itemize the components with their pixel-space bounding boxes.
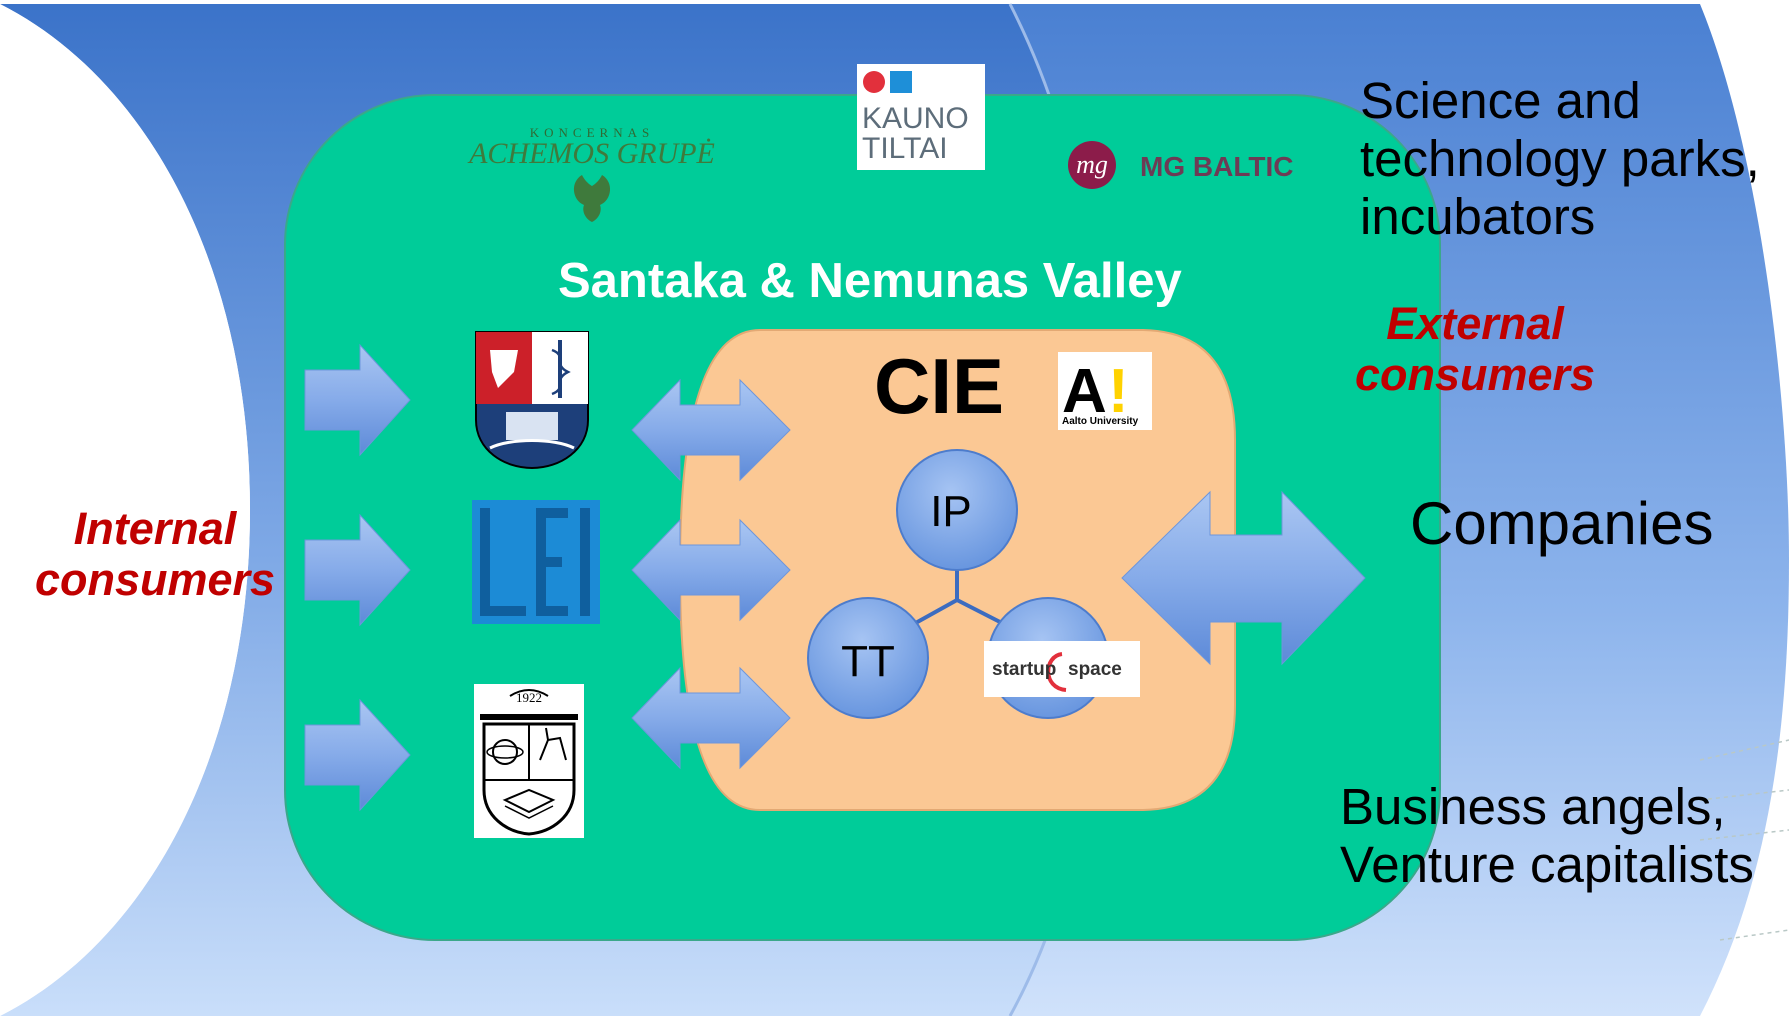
companies-label: Companies [1410, 490, 1714, 557]
kauno-line1: KAUNO [862, 102, 969, 135]
external-consumers-line-2: consumers [1354, 349, 1596, 401]
aalto-logo: A ! Aalto University [1058, 352, 1152, 430]
input-arrow-2 [304, 513, 411, 627]
kauno-red-dot-icon [863, 71, 885, 93]
lei-logo-icon [472, 500, 600, 624]
investors-line-2: Venture capitalists [1340, 836, 1754, 894]
ktu-crest-icon: 1922 [474, 684, 584, 838]
science-parks-line-1: Science and [1360, 72, 1641, 129]
exchange-arrow-1 [631, 378, 791, 482]
kauno-tiltai-logo: KAUNO TILTAI [857, 64, 985, 170]
science-parks-line-2: technology parks, [1360, 130, 1760, 188]
mg-baltic-mark: mg [1076, 150, 1108, 179]
internal-consumers-line-2: consumers [34, 554, 276, 606]
achemos-logo: KONCERNAS ACHEMOS GRUPĖ [467, 125, 715, 222]
tt-node [807, 597, 929, 719]
lsmu-crest-icon [475, 331, 589, 470]
exchange-arrow-2 [631, 518, 791, 622]
science-parks-text: Science and technology parks, incubators [1360, 72, 1760, 246]
external-consumers-label: External consumers [1340, 298, 1610, 401]
aalto-bang: ! [1108, 357, 1129, 426]
ip-node [896, 449, 1018, 571]
tt-node-label: TT [841, 637, 895, 686]
science-parks-line-3: incubators [1360, 188, 1596, 246]
kauno-blue-square-icon [890, 71, 912, 93]
startup-space-swoosh-icon [1046, 652, 1067, 692]
valley-title: Santaka & Nemunas Valley [558, 254, 1182, 308]
aalto-name: Aalto University [1062, 416, 1139, 427]
achemos-main-text: ACHEMOS GRUPĖ [467, 137, 715, 170]
input-arrow-3 [304, 698, 411, 812]
ktu-year: 1922 [516, 690, 542, 705]
input-arrow-1 [304, 343, 411, 457]
mg-baltic-name: MG BALTIC [1140, 151, 1293, 182]
startup-space-right: space [1068, 659, 1122, 680]
left-white-lens [0, 4, 250, 1016]
investors-line-1: Business angels, [1340, 778, 1726, 835]
internal-consumers-line-1: Internal [73, 503, 237, 554]
exchange-arrow-3 [631, 666, 791, 770]
mg-baltic-logo: mg MG BALTIC [1068, 141, 1293, 189]
internal-consumers-label: Internal consumers [20, 503, 290, 606]
companies-exchange-arrow [1121, 490, 1366, 666]
kauno-line2: TILTAI [862, 132, 948, 165]
input-arrows [304, 343, 411, 812]
achemos-leaf-icon [573, 175, 611, 222]
cie-title: CIE [874, 342, 1005, 430]
aalto-mark: A [1062, 357, 1107, 426]
startup-space-logo: startup space [984, 641, 1140, 697]
ip-node-label: IP [930, 487, 972, 536]
startup-space-left: startup [992, 659, 1056, 680]
external-consumers-line-1: External [1386, 298, 1564, 349]
mg-baltic-mark-icon [1068, 141, 1116, 189]
investors-text: Business angels, Venture capitalists [1340, 778, 1754, 894]
achemos-top-text: KONCERNAS [530, 125, 654, 140]
exchange-arrows [631, 378, 791, 770]
